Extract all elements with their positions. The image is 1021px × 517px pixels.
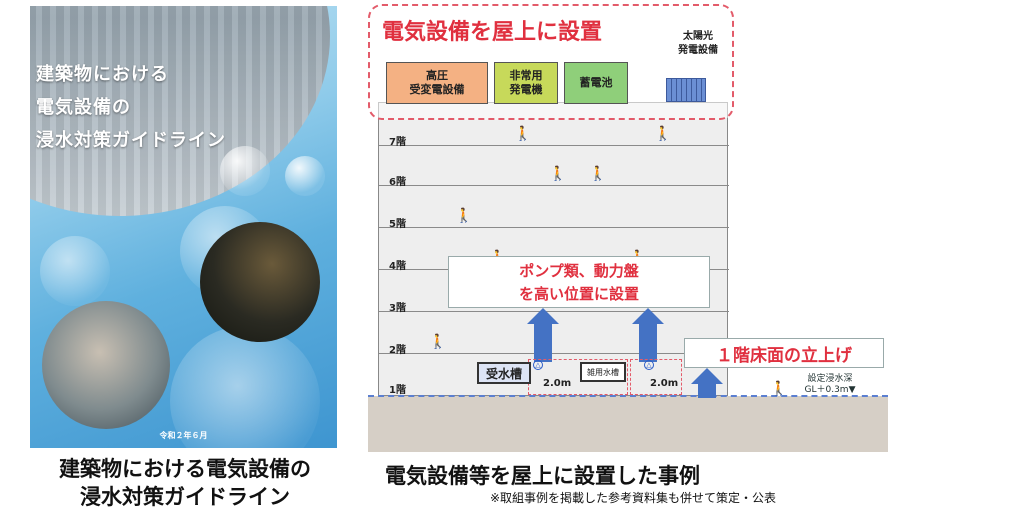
floor-label-4: 4階 [389,261,406,272]
rooftop-title: 電気設備を屋上に設置 [382,20,603,45]
cover-caption-line: 建築物における電気設備の [59,457,311,481]
person-icon: 🚶 [455,208,473,224]
up-arrow-head [632,308,664,324]
floor-divider [379,145,729,146]
person-icon: 🚶 [429,334,447,350]
flood-depth-label: 設定浸水深 GL＋0.3m▼ [780,374,880,396]
floor-divider [379,353,729,354]
water-bubble [170,326,320,448]
cover-date: 令和２年６月 [159,431,208,440]
equipment-label: 高圧 受変電設備 [409,69,465,96]
water-bubble [220,146,270,196]
person-icon: 🚶 [514,126,532,142]
guideline-cover-image: 建築物における 電気設備の 浸水対策ガイドライン 令和２年６月 [30,6,337,448]
equipment-label: 蓄電池 [579,76,613,89]
cover-title-line: 浸水対策ガイドライン [36,130,226,151]
up-arrow [698,384,716,398]
receiving-water-tank: 受水槽 [477,362,531,384]
diagram-note: ※取組事例を掲載した参考資料集も併せて策定・公表 [490,491,777,505]
cover-caption-line: 浸水対策ガイドライン [80,485,290,509]
person-icon: 🚶 [770,381,788,397]
floor-divider [379,185,729,186]
high-voltage-substation: 高圧 受変電設備 [386,62,488,104]
flood-depth-label-line: GL＋0.3m▼ [804,385,856,395]
building-diagram: 7階 6階 5階 4階 3階 2階 1階 🚶 🚶 🚶 🚶 🚶 🚶 🚶 🚶 電気設… [368,4,888,452]
floor-label-2: 2階 [389,345,406,356]
up-arrow [534,324,552,362]
flood-depth-line [368,395,888,397]
cover-night-photo [200,222,320,342]
pump-callout-line: を高い位置に設置 [518,285,639,303]
pump-callout-line: ポンプ類、動力盤 [519,262,639,280]
floor-label-3: 3階 [389,303,406,314]
water-bubble [285,156,325,196]
pump-callout: ポンプ類、動力盤 を高い位置に設置 [448,256,710,308]
solar-label: 太陽光 発電設備 [678,31,718,56]
storage-battery: 蓄電池 [564,62,628,104]
pump-zone-outline [630,359,682,395]
water-bubble [40,236,110,306]
up-arrow [639,324,657,362]
pump-valve-icon: △ [644,360,654,370]
person-icon: 🚶 [549,166,567,182]
person-icon: 🚶 [654,126,672,142]
floor-label-6: 6階 [389,177,406,188]
ground [368,396,888,452]
equipment-label: 非常用 発電機 [509,69,543,96]
misc-water-tank: 雑用水槽 [580,362,626,382]
floor-raise-callout: １階床面の立上げ [684,338,884,368]
emergency-generator: 非常用 発電機 [494,62,558,104]
height-dimension: 2.0m [543,378,572,389]
floor-label-7: 7階 [389,137,406,148]
building: 7階 6階 5階 4階 3階 2階 1階 🚶 🚶 🚶 🚶 🚶 🚶 🚶 🚶 [378,102,729,396]
cover-title: 建築物における 電気設備の 浸水対策ガイドライン [36,58,226,157]
height-dimension: 2.0m [650,378,679,389]
cover-people-photo [42,301,170,429]
up-arrow-head [691,368,723,384]
cover-title-line: 建築物における [36,64,169,85]
flood-depth-label-line: 設定浸水深 [807,374,853,384]
diagram-caption: 電気設備等を屋上に設置した事例 [385,464,700,488]
floor-label-5: 5階 [389,219,406,230]
cover-title-line: 電気設備の [36,97,131,118]
floor-divider [379,227,729,228]
floor-label-1: 1階 [389,385,406,396]
person-icon: 🚶 [589,166,607,182]
pump-valve-icon: △ [533,360,543,370]
solar-panel-icon [666,78,706,102]
up-arrow-head [527,308,559,324]
cover-caption: 建築物における電気設備の 浸水対策ガイドライン [20,455,350,511]
